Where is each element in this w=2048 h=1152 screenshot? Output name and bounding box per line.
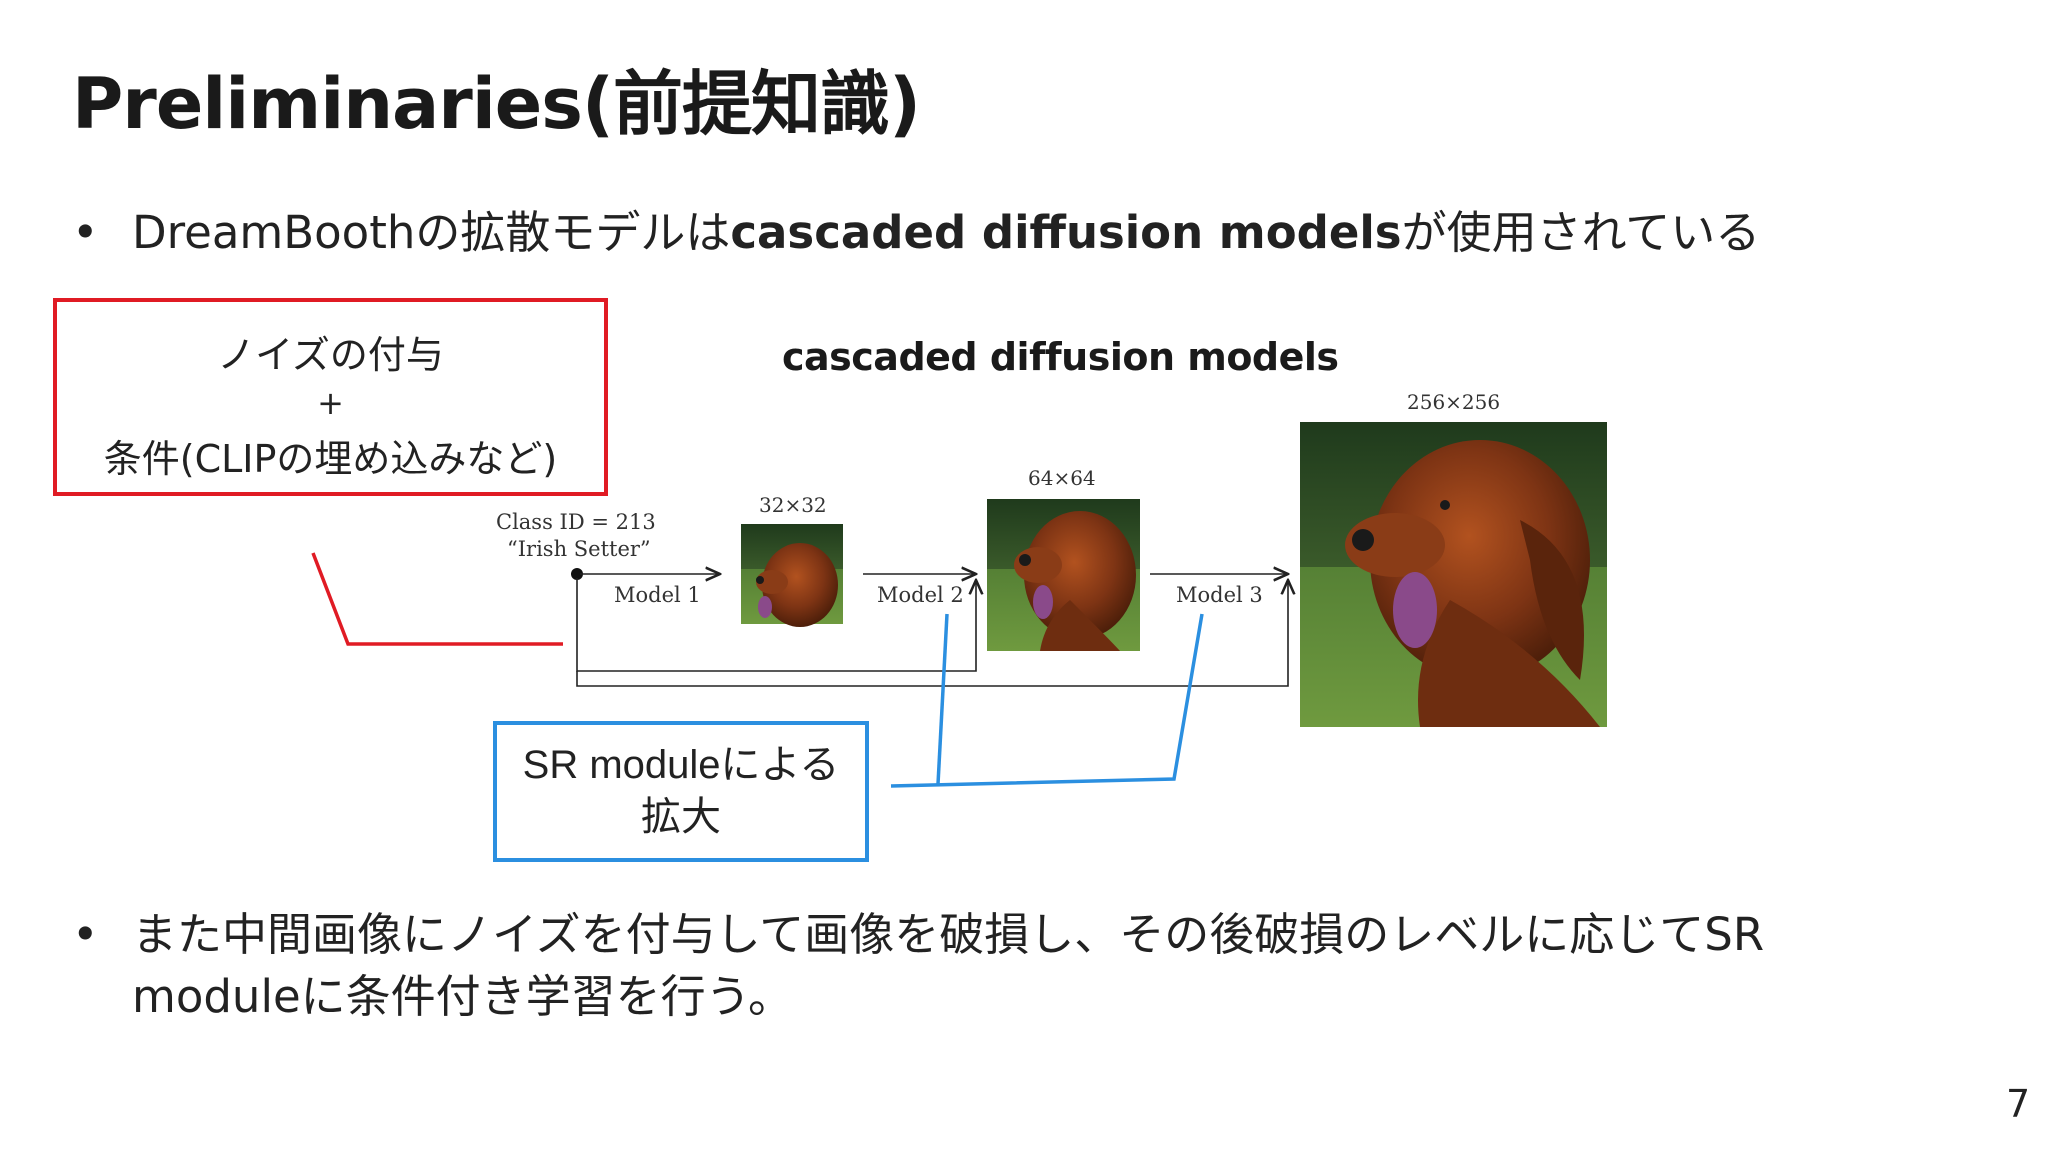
dog-image-256 — [1300, 422, 1607, 727]
blue-connector-line-model2 — [936, 613, 949, 785]
condition-line-2 — [576, 586, 1289, 687]
slide-title: Preliminaries(前提知識) — [72, 63, 921, 145]
callout-condition-text: 条件(CLIPの埋め込みなど) — [103, 437, 558, 481]
page-number: 7 — [2006, 1082, 2031, 1126]
resolution-256-label: 256×256 — [1407, 390, 1501, 414]
noise-condition-callout: ノイズの付与 + 条件(CLIPの埋め込みなど) — [53, 298, 608, 496]
bullet-text-post: が使用されている — [1401, 206, 1761, 259]
bullet-text: DreamBoothの拡散モデルはcascaded diffusion mode… — [132, 202, 1760, 264]
callout-plus-text: + — [317, 384, 344, 422]
red-connector-line — [311, 552, 563, 646]
class-name-label: “Irish Setter” — [507, 537, 651, 561]
resolution-32-label: 32×32 — [759, 493, 827, 517]
bullet-text: また中間画像にノイズを付与して画像を破損し、その後破損のレベルに応じてSR mo… — [132, 908, 1765, 1023]
blue-connector-line-model3 — [890, 613, 1204, 788]
bullet-dot: • — [72, 206, 99, 259]
callout-noise-text: ノイズの付与 — [217, 333, 444, 377]
model-1-label: Model 1 — [614, 583, 701, 607]
model-3-label: Model 3 — [1176, 583, 1263, 607]
bullet-text-pre: DreamBoothの拡散モデルは — [132, 206, 731, 259]
class-dot — [571, 568, 583, 580]
model-2-label: Model 2 — [877, 583, 964, 607]
dog-image-64 — [987, 499, 1140, 651]
sr-module-callout: SR moduleによる 拡大 — [493, 721, 869, 862]
resolution-64-label: 64×64 — [1028, 466, 1096, 490]
callout-sr-line1: SR moduleによる — [522, 743, 840, 787]
bullet-text-bold: cascaded diffusion models — [730, 206, 1402, 259]
bullet-dot: • — [72, 908, 99, 961]
condition-line-1 — [576, 578, 977, 672]
callout-sr-line2: 拡大 — [641, 795, 721, 839]
class-id-label: Class ID = 213 — [496, 510, 656, 534]
dog-image-32 — [741, 524, 843, 627]
figure-heading: cascaded diffusion models — [782, 335, 1339, 379]
